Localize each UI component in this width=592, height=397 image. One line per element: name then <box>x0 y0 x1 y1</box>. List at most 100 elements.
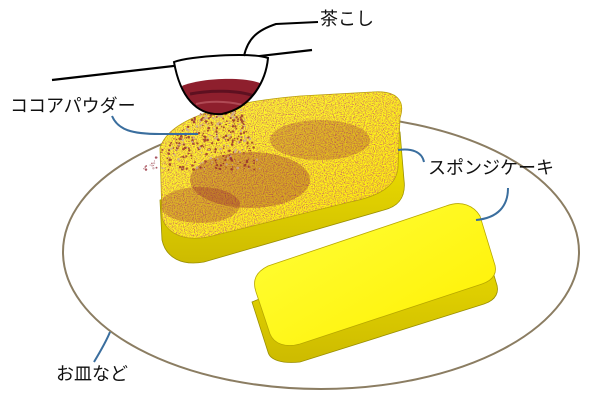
cocoa-speck <box>161 148 164 151</box>
cocoa-speck <box>232 116 236 119</box>
cocoa-speck <box>230 167 233 171</box>
cocoa-speck <box>207 137 209 140</box>
cocoa-speck <box>204 113 206 115</box>
cocoa-speck <box>193 161 196 164</box>
cocoa-speck <box>215 129 217 131</box>
cocoa-speck <box>237 163 239 165</box>
cocoa-speck <box>231 163 234 166</box>
cocoa-speck <box>242 122 245 125</box>
cocoa-speck <box>222 136 225 139</box>
cocoa-speck <box>235 115 238 119</box>
cocoa-speck <box>215 126 219 130</box>
cocoa-speck <box>177 143 180 146</box>
cocoa-speck <box>232 139 234 142</box>
cocoa-speck <box>152 167 155 170</box>
cocoa-speck <box>239 132 243 135</box>
cocoa-speck <box>213 136 215 138</box>
cocoa-speck <box>191 164 194 167</box>
cocoa-speck <box>239 136 242 138</box>
cocoa-speck <box>196 130 199 133</box>
cocoa-speck <box>203 117 206 120</box>
cocoa-speck <box>204 130 206 132</box>
cocoa-speck <box>248 137 252 141</box>
cocoa-speck <box>206 138 209 142</box>
cocoa-speck <box>182 156 185 159</box>
cocoa-speck <box>230 136 232 138</box>
cocoa-speck <box>191 126 193 129</box>
cocoa-speck <box>197 131 201 135</box>
cocoa-speck <box>143 168 145 170</box>
cocoa-speck <box>239 116 242 119</box>
cocoa-speck <box>175 141 178 144</box>
cocoa-speck <box>181 130 184 132</box>
cocoa-speck <box>225 163 228 166</box>
cocoa-speck <box>187 129 190 132</box>
cocoa-speck <box>239 129 243 133</box>
cocoa-speck <box>228 149 231 153</box>
cocoa-speck <box>222 147 224 149</box>
cocoa-speck <box>221 125 223 128</box>
cocoa-speck <box>253 159 255 162</box>
cocoa-speck <box>223 144 226 147</box>
cocoa-speck <box>233 121 235 123</box>
cocoa-speck <box>205 117 209 120</box>
cocoa-speck <box>149 164 152 166</box>
cocoa-speck <box>202 124 204 127</box>
cocoa-speck <box>196 142 199 145</box>
cocoa-speck <box>224 152 226 154</box>
cocoa-speck <box>178 137 182 141</box>
cocoa-speck <box>203 114 205 116</box>
cocoa-speck <box>198 146 202 150</box>
cocoa-speck <box>234 158 236 160</box>
cocoa-speck <box>187 135 190 139</box>
cocoa-speck <box>216 122 220 126</box>
cocoa-speck <box>167 149 171 152</box>
cocoa-speck <box>211 142 214 145</box>
cocoa-speck <box>204 144 206 146</box>
cocoa-speck <box>208 122 210 125</box>
cocoa-speck <box>242 125 245 127</box>
cocoa-speck <box>214 147 217 151</box>
cocoa-speck <box>225 123 227 126</box>
cocoa-speck <box>176 167 178 169</box>
cocoa-speck <box>212 128 215 131</box>
cocoa-speck <box>237 140 240 144</box>
cocoa-speck <box>163 167 166 170</box>
cocoa-speck <box>204 135 207 139</box>
cocoa-speck <box>168 156 170 159</box>
cocoa-speck <box>185 136 188 139</box>
cocoa-speck <box>230 112 232 115</box>
cocoa-speck <box>207 126 211 130</box>
cocoa-speck <box>237 151 239 153</box>
cocoa-speck <box>231 113 234 116</box>
cocoa-speck <box>191 136 193 139</box>
sponge-leader-line-1 <box>397 148 425 163</box>
cocoa-speck <box>234 148 238 151</box>
cocoa-speck <box>203 167 206 169</box>
cocoa-speck <box>238 123 241 126</box>
cocoa-speck <box>252 146 255 149</box>
cocoa-speck <box>170 147 173 150</box>
cocoa-speck <box>214 159 217 162</box>
cocoa-speck <box>153 160 155 162</box>
cocoa-speck <box>218 167 221 170</box>
cocoa-speck <box>209 156 213 160</box>
cocoa-speck <box>242 151 245 154</box>
cocoa-speck <box>191 157 193 159</box>
cocoa-speck <box>187 152 190 155</box>
cocoa-speck <box>229 134 232 136</box>
cocoa-speck <box>186 146 189 149</box>
cocoa-speck <box>237 161 239 163</box>
cocoa-powder-label: ココアパウダー <box>10 96 136 117</box>
cocoa-speck <box>244 125 246 128</box>
cocoa-speck <box>215 162 217 164</box>
cocoa-speck <box>245 160 248 164</box>
cocoa-speck <box>202 138 205 141</box>
cocoa-speck <box>247 158 249 160</box>
cocoa-speck <box>242 148 245 151</box>
cocoa-speck <box>205 123 208 125</box>
cocoa-speck <box>205 152 208 156</box>
cocoa-speck <box>186 125 190 128</box>
cocoa-speck <box>178 142 181 145</box>
cocoa-speck <box>173 153 176 156</box>
